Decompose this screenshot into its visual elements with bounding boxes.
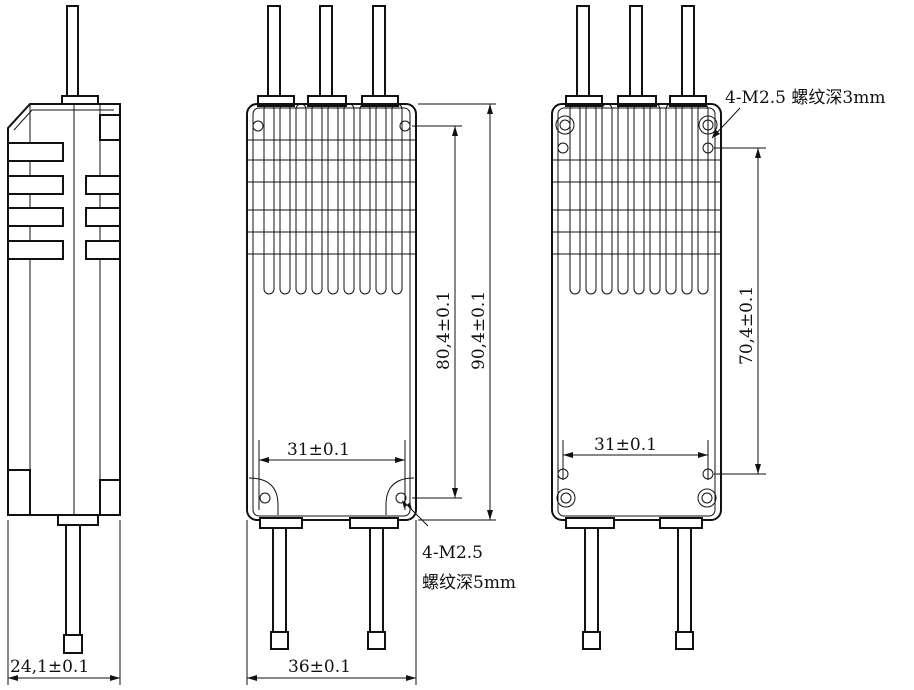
front-overall-height: 90,4±0.1 — [469, 291, 489, 370]
front-width-dim: 36±0.1 — [288, 657, 351, 677]
side-top-block — [99, 114, 121, 141]
side-body-inner-top — [13, 109, 114, 131]
front-hole-spacing-v: 80,4±0.1 — [434, 291, 454, 370]
front-hole-br — [395, 492, 407, 504]
front-pocket-right — [385, 477, 415, 515]
front-hole-spacing-h: 31±0.1 — [287, 440, 350, 460]
side-bottom-wire-collar — [57, 514, 99, 526]
side-view: 24,1±0.1 — [7, 5, 121, 685]
side-bottom-wire-tip — [63, 634, 83, 654]
front-heatsink-ribs — [247, 103, 416, 295]
side-top-wire-collar — [61, 95, 99, 105]
front-hole-tr — [399, 120, 411, 132]
side-fins-left — [7, 142, 64, 260]
front-hole-bl — [259, 492, 271, 504]
back-bottom-wires — [565, 517, 703, 650]
back-top-wires — [565, 5, 707, 107]
front-hole-tl — [252, 120, 264, 132]
back-hole-spacing-h: 31±0.1 — [594, 435, 657, 455]
back-heatsink-ribs — [552, 103, 721, 295]
front-bottom-wires — [259, 517, 399, 650]
front-thread-note-1: 4-M2.5 — [422, 543, 483, 563]
back-thread-note: 4-M2.5 螺纹深3mm — [725, 88, 885, 108]
back-body-outline — [551, 103, 722, 521]
back-hole-tl — [557, 142, 569, 154]
side-fins-right — [85, 175, 121, 260]
back-hole-spacing-v: 70,4±0.1 — [737, 286, 757, 365]
front-thread-note-2: 螺纹深5mm — [422, 573, 516, 593]
front-pocket-left — [248, 477, 279, 515]
side-bottom-block-right — [99, 479, 121, 516]
front-thread-leader — [404, 502, 429, 527]
side-body-outline — [7, 103, 121, 516]
front-view: 31±0.1 80,4±0.1 90,4±0.1 36±0.1 4-M2.5 螺… — [246, 5, 516, 685]
back-view: 31±0.1 70,4±0.1 4-M2.5 螺纹深3mm — [551, 5, 885, 650]
side-width-dim: 24,1±0.1 — [10, 657, 89, 677]
side-top-wire — [66, 5, 79, 102]
side-bottom-wire — [65, 524, 81, 651]
side-bottom-block-left — [7, 469, 31, 516]
front-top-wires — [257, 5, 399, 107]
